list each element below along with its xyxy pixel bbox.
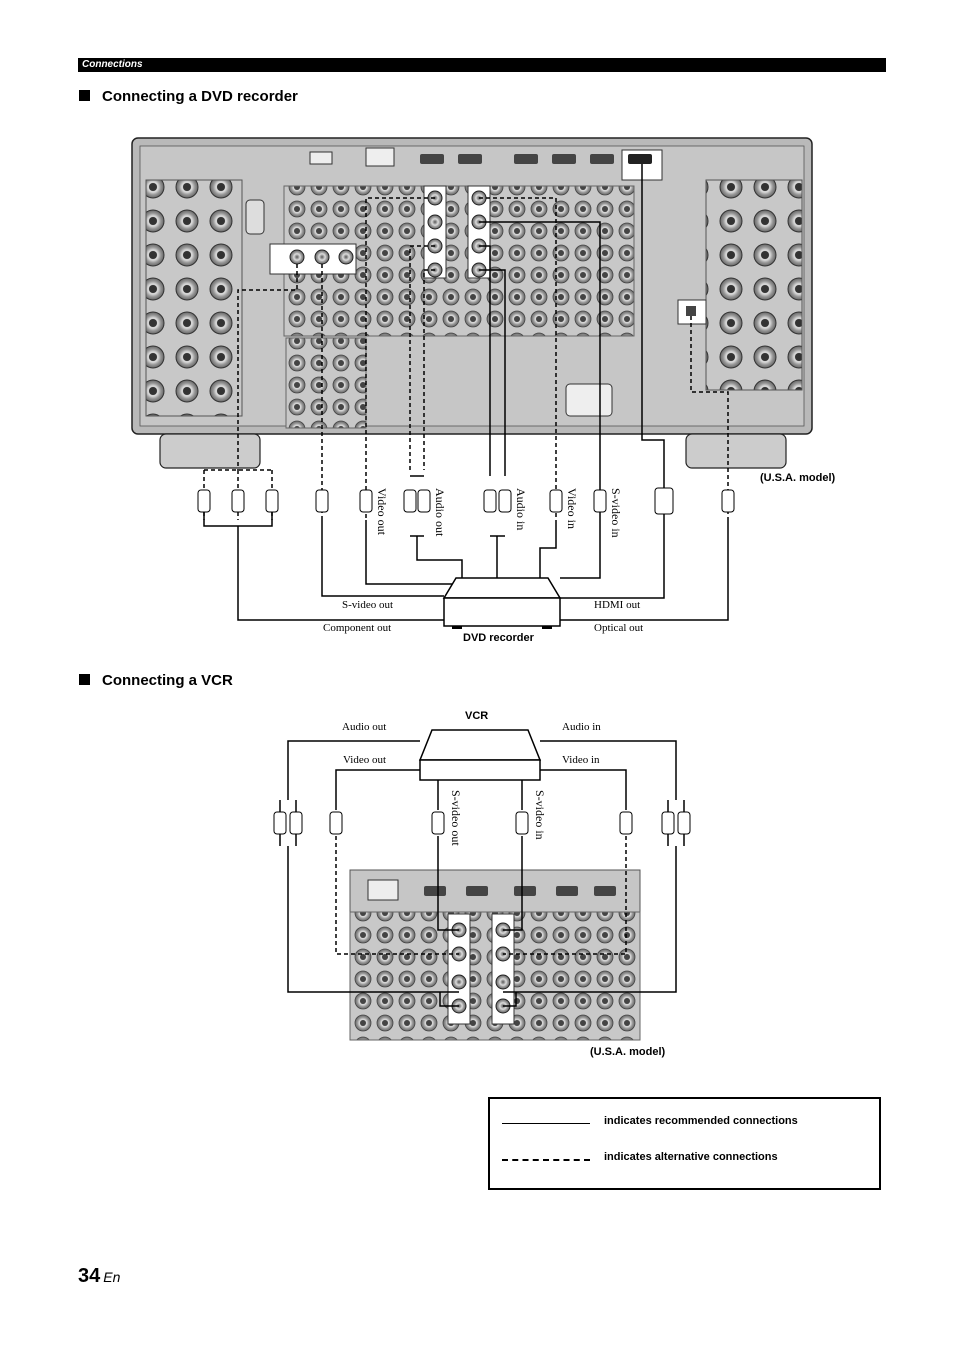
dvd-label-audio-in: Audio in	[514, 488, 528, 531]
vcr-plugs	[273, 811, 691, 835]
vcr-label-video-in: Video in	[562, 754, 600, 766]
vcr-device-label: VCR	[465, 710, 489, 722]
vcr-device	[418, 729, 542, 781]
vcr-label-audio-out: Audio out	[342, 721, 387, 733]
legend-solid-line	[502, 1123, 590, 1124]
vcr-label-video-out: Video out	[343, 754, 387, 766]
legend-dashed-line	[502, 1159, 590, 1161]
legend-recommended-text: indicates recommended connections	[604, 1115, 798, 1127]
dvd-cables	[203, 164, 729, 621]
dvd-section-title: Connecting a DVD recorder	[79, 88, 298, 105]
dvd-label-component-out: Component out	[323, 622, 392, 634]
section-header-label: Connections	[82, 59, 143, 70]
dvd-plugs	[197, 487, 735, 515]
page-number-value: 34	[78, 1265, 101, 1287]
dvd-recorder-device	[442, 577, 562, 629]
dvd-label-optical-out: Optical out	[594, 622, 644, 634]
dvd-label-video-out: Video out	[375, 488, 389, 535]
bullet-square-icon	[79, 674, 90, 685]
dvd-recorder-label: DVD recorder	[463, 632, 534, 644]
vcr-label-svideo-in: S-video in	[533, 790, 547, 840]
dvd-label-svideo-in: S-video in	[609, 488, 623, 538]
vcr-section-title: Connecting a VCR	[79, 672, 233, 689]
dvd-model-note: (U.S.A. model)	[760, 472, 836, 484]
vcr-label-audio-in: Audio in	[562, 721, 601, 733]
page-language: En	[103, 1269, 121, 1285]
bullet-square-icon	[79, 90, 90, 101]
legend-box: indicates recommended connections indica…	[488, 1097, 881, 1190]
dvd-label-hdmi-out: HDMI out	[594, 599, 641, 611]
vcr-receiver-panel	[349, 869, 641, 1041]
legend-alternative-text: indicates alternative connections	[604, 1151, 778, 1163]
vcr-label-svideo-out: S-video out	[449, 790, 463, 846]
dvd-label-svideo-out: S-video out	[342, 599, 394, 611]
dvd-label-video-in: Video in	[565, 488, 579, 529]
receiver-rear-panel	[131, 137, 813, 469]
header-bar: Connections	[78, 58, 886, 72]
dvd-section-title-text: Connecting a DVD recorder	[102, 88, 298, 105]
vcr-model-note: (U.S.A. model)	[590, 1046, 666, 1058]
dvd-label-audio-out: Audio out	[433, 488, 447, 537]
vcr-section-title-text: Connecting a VCR	[102, 672, 233, 689]
